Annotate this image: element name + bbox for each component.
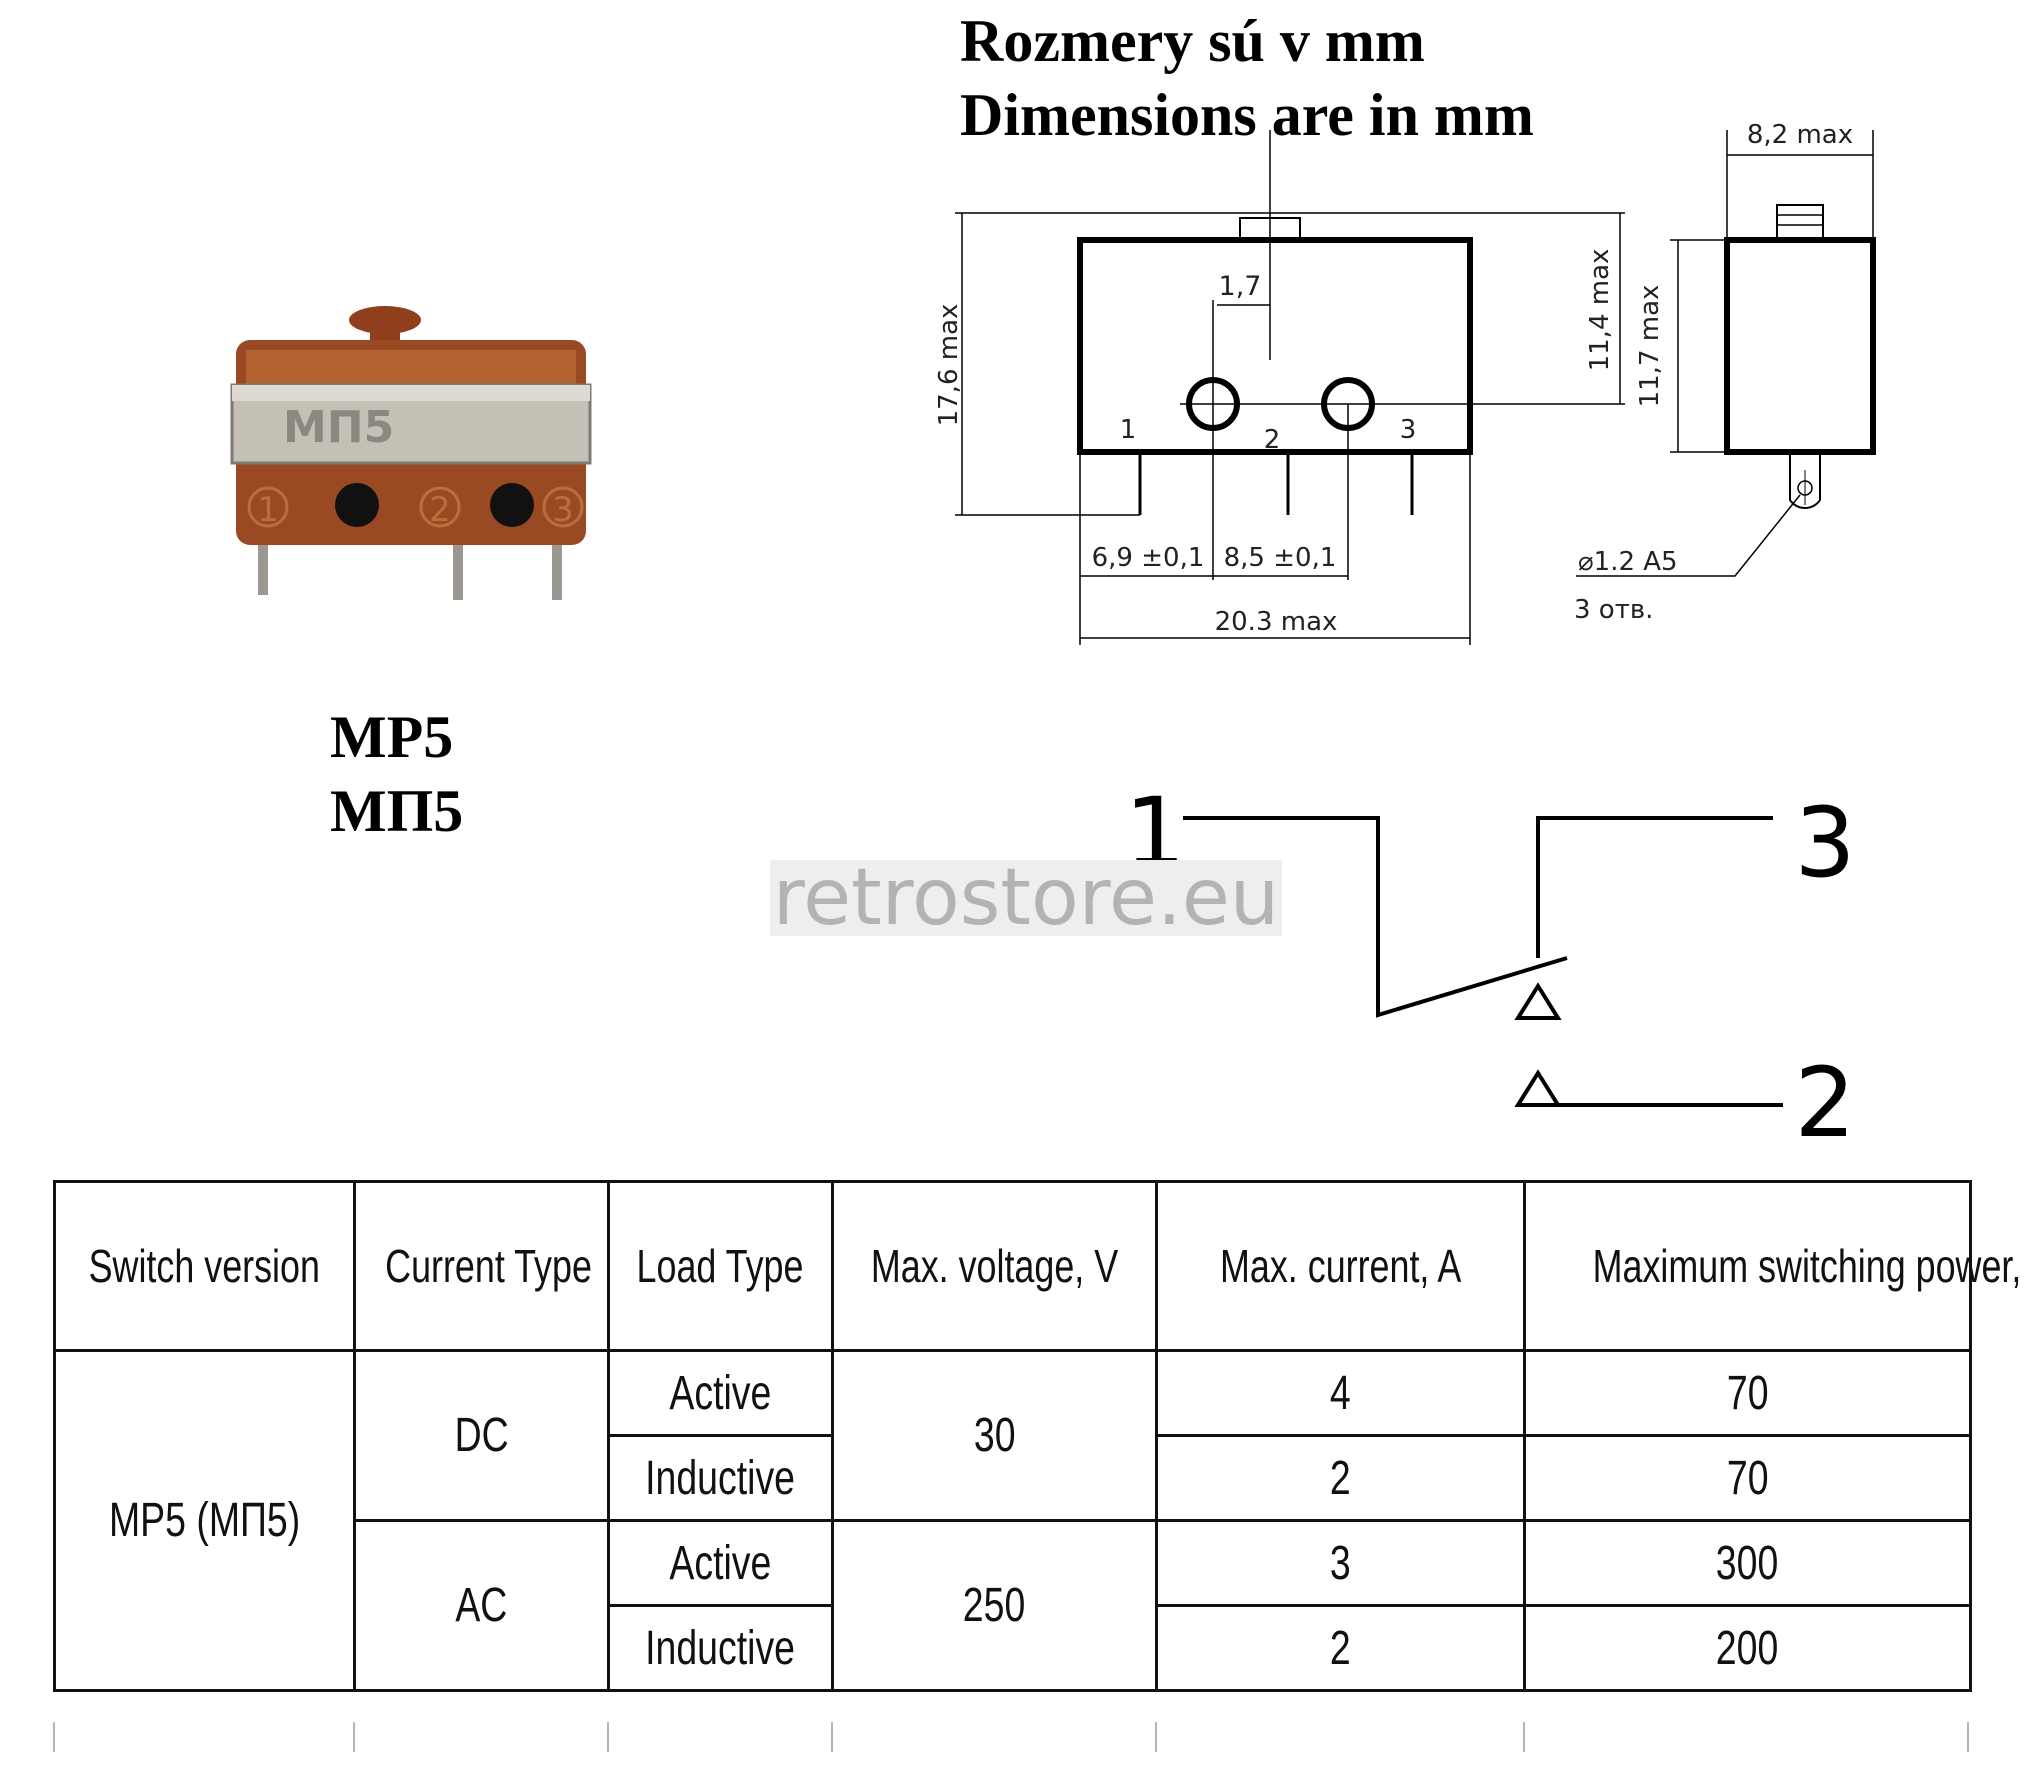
column-tick: [53, 1722, 55, 1752]
heading-line-sk: Rozmery sú v mm: [960, 8, 1425, 74]
front-view: [955, 130, 1625, 645]
header-max-current: Max. current, A: [1155, 1180, 1526, 1352]
table-row: Inductive 2 70: [55, 1434, 1972, 1522]
column-tick: [1155, 1722, 1157, 1752]
header-load-type: Load Type: [607, 1180, 834, 1352]
cell-current: 4: [1155, 1349, 1526, 1437]
cell-current: 2: [1155, 1604, 1526, 1692]
column-tick: [1523, 1722, 1525, 1752]
cell-voltage-ac: 250: [831, 1519, 1158, 1692]
dim-side-height: 11,7 max: [1635, 285, 1665, 408]
header-switch-version: Switch version: [53, 1180, 356, 1352]
cell-current: 3: [1155, 1519, 1526, 1607]
table-header-row: Switch version Current Type Load Type Ma…: [53, 1180, 2024, 1352]
cell-load-type: Inductive: [607, 1434, 834, 1522]
header-max-power: Maximum switching power, W: [1523, 1180, 2024, 1352]
hole-count: 3 отв.: [1574, 595, 1653, 625]
cell-power: 300: [1523, 1519, 1972, 1607]
column-tick: [1967, 1722, 1969, 1752]
header-current-type: Current Type: [353, 1180, 610, 1352]
dim-hole-offset: 1,7: [1219, 271, 1262, 302]
cell-current-type-dc: DC: [353, 1349, 610, 1522]
cell-load-type: Active: [607, 1519, 834, 1607]
dim-length: 20.3 max: [1215, 607, 1338, 637]
photo-label: МП5: [283, 402, 394, 453]
pin-label-2: 2: [1264, 425, 1281, 455]
photo-terminal-2: 2: [429, 490, 451, 530]
cell-power: 70: [1523, 1349, 1972, 1437]
table-row: Inductive 2 200: [55, 1604, 1972, 1692]
dim-pitch-1: 6,9 ±0,1: [1092, 543, 1205, 573]
cell-power: 200: [1523, 1604, 1972, 1692]
model-name-latin: MP5: [330, 704, 454, 770]
pin-label-1: 1: [1120, 415, 1137, 445]
dim-pitch-2: 8,5 ±0,1: [1224, 543, 1337, 573]
technical-drawing: МП5 1 2 3: [230, 120, 1876, 1159]
schematic-terminal-2: 2: [1794, 1047, 1855, 1159]
dim-total-height: 17,6 max: [934, 304, 964, 427]
column-tick: [353, 1722, 355, 1752]
column-tick: [831, 1722, 833, 1752]
model-name: MP5 МП5: [330, 700, 463, 848]
cell-load-type: Inductive: [607, 1604, 834, 1692]
photo-terminal-3: 3: [552, 490, 574, 530]
schematic: [1183, 816, 1783, 1107]
watermark: retrostore.eu: [770, 860, 1282, 936]
cell-voltage-dc: 30: [831, 1349, 1158, 1522]
header-max-voltage: Max. voltage, V: [831, 1180, 1158, 1352]
column-tick: [607, 1722, 609, 1752]
cell-power: 70: [1523, 1434, 1972, 1522]
schematic-terminal-3: 3: [1794, 787, 1855, 899]
table-row: MP5 (МП5) DC Active 30 4 70: [53, 1349, 1972, 1692]
cell-current-type-ac: AC: [353, 1519, 610, 1692]
dimensions-heading: Rozmery sú v mm Dimensions are in mm: [960, 4, 1534, 152]
cell-current: 2: [1155, 1434, 1526, 1522]
photo-terminal-1: 1: [257, 490, 279, 530]
dim-body-height: 11,4 max: [1585, 249, 1615, 372]
switch-photo: МП5 1 2 3: [230, 306, 592, 600]
specs-table: Switch version Current Type Load Type Ma…: [53, 1180, 2024, 1692]
table-row: AC Active 250 3 300: [55, 1519, 1972, 1692]
cell-switch-version: MP5 (МП5): [53, 1349, 356, 1692]
pin-label-3: 3: [1400, 415, 1417, 445]
heading-line-en: Dimensions are in mm: [960, 82, 1534, 148]
model-name-cyrillic: МП5: [330, 778, 464, 844]
cell-load-type: Active: [607, 1349, 834, 1437]
dim-side-width: 8,2 max: [1747, 120, 1853, 150]
hole-note: ⌀1.2 A5: [1578, 547, 1678, 577]
side-view: [1576, 130, 1876, 577]
